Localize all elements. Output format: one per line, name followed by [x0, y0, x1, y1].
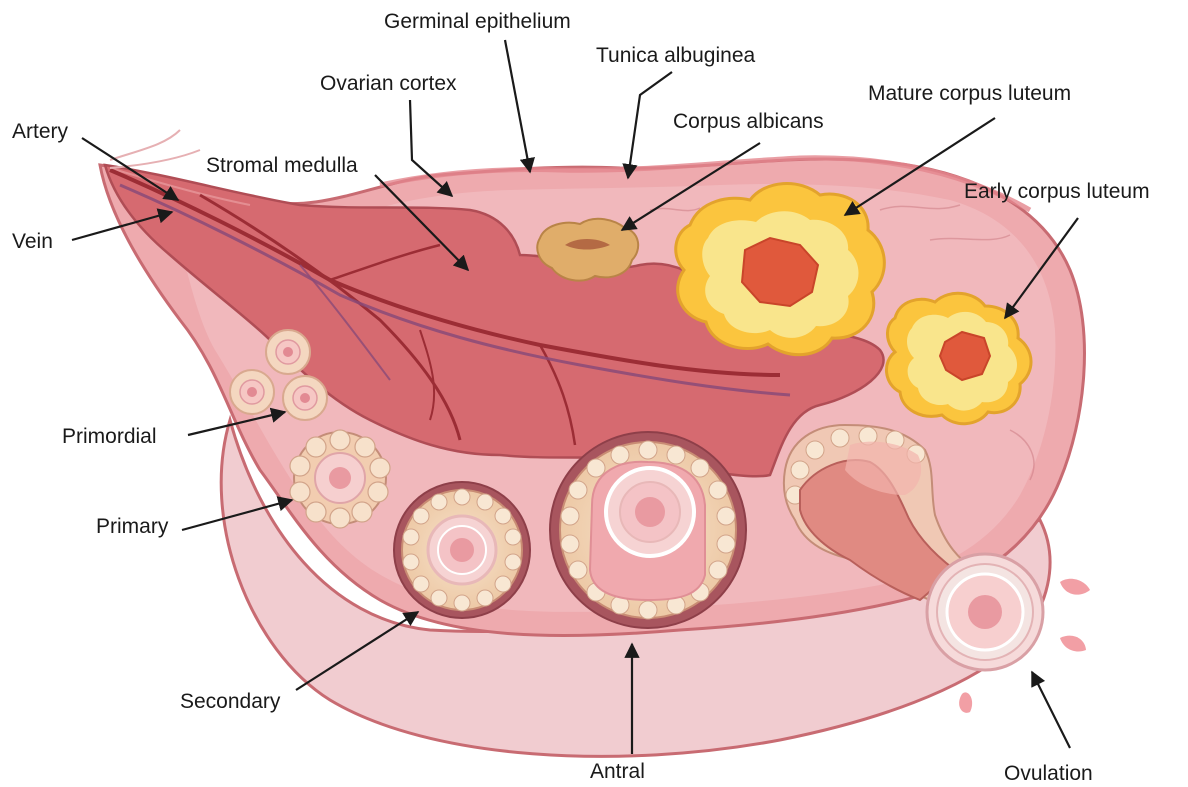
label-antral: Antral	[590, 760, 645, 783]
primordial-follicle	[230, 370, 274, 414]
label-ovarian-cortex: Ovarian cortex	[320, 72, 457, 95]
label-artery: Artery	[12, 120, 69, 143]
arrow-tunica-albuginea	[628, 72, 672, 178]
label-mature-corpus-luteum: Mature corpus luteum	[868, 82, 1071, 105]
label-primary: Primary	[96, 515, 169, 538]
label-secondary: Secondary	[180, 690, 281, 713]
antral-follicle	[550, 432, 746, 628]
label-early-corpus-luteum: Early corpus luteum	[964, 180, 1150, 203]
primordial-follicle	[266, 330, 310, 374]
primordial-follicle	[283, 376, 327, 420]
arrow-ovulation	[1032, 672, 1070, 748]
secondary-follicle	[394, 482, 530, 618]
label-tunica-albuginea: Tunica albuginea	[596, 44, 755, 67]
label-corpus-albicans: Corpus albicans	[673, 110, 824, 133]
label-primordial: Primordial	[62, 425, 157, 448]
released-oocyte	[927, 554, 1043, 670]
label-ovulation: Ovulation	[1004, 762, 1093, 785]
label-stromal-medulla: Stromal medulla	[206, 154, 358, 177]
arrow-germinal-epithelium	[505, 40, 530, 172]
label-germinal-epithelium: Germinal epithelium	[384, 10, 571, 33]
label-vein: Vein	[12, 230, 53, 253]
